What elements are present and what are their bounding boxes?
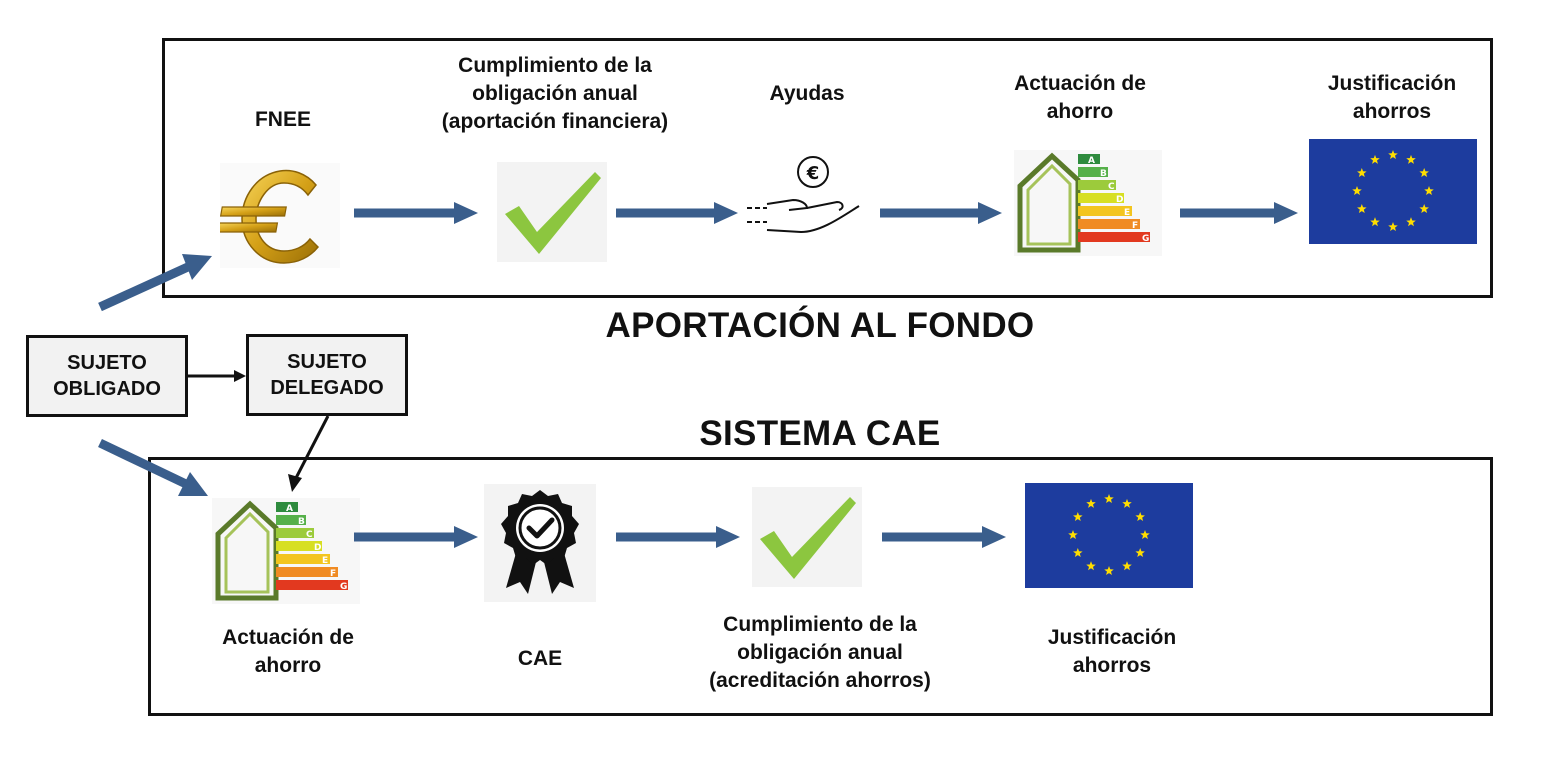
checkmark-icon — [497, 162, 607, 262]
eu-flag-icon — [1309, 139, 1477, 244]
eu-star-icon — [1122, 561, 1132, 571]
energy-label-house-icon: A B C D E F G — [212, 498, 360, 604]
obligado-to-delegado-arrow — [188, 370, 246, 382]
top-step-2-label: Cumplimiento de la obligación anual (apo… — [441, 54, 669, 133]
eu-star-icon — [1357, 168, 1367, 178]
svg-text:C: C — [1108, 182, 1115, 192]
svg-text:F: F — [1132, 221, 1138, 231]
certificate-badge-icon — [484, 484, 596, 602]
bottom-flow-arrow-2 — [616, 526, 740, 548]
bottom-flow-arrow-1 — [354, 526, 478, 548]
svg-text:E: E — [322, 556, 328, 566]
svg-text:A: A — [286, 504, 293, 514]
bottom-step-2-label: CAE — [517, 647, 563, 670]
energy-label-house-icon: A B C D E F G — [1014, 150, 1162, 256]
top-flow-arrow-3 — [880, 202, 1002, 224]
svg-text:F: F — [330, 569, 336, 579]
eu-star-icon — [1073, 512, 1083, 522]
hand-euro-icon: € — [747, 156, 860, 234]
svg-text:G: G — [1142, 234, 1149, 244]
svg-text:D: D — [314, 543, 321, 553]
eu-star-icon — [1104, 566, 1114, 576]
obligado-to-actuacion-arrow — [98, 438, 208, 496]
eu-star-icon — [1122, 498, 1132, 508]
eu-star-icon — [1140, 530, 1150, 540]
eu-star-icon — [1388, 222, 1398, 232]
top-flow-arrow-4 — [1180, 202, 1298, 224]
eu-star-icon — [1086, 498, 1096, 508]
svg-text:B: B — [1100, 169, 1107, 179]
sujeto-delegado-box: SUJETO DELEGADO — [246, 334, 408, 416]
svg-text:E: E — [1124, 208, 1130, 218]
eu-star-icon — [1104, 494, 1114, 504]
eu-star-icon — [1357, 204, 1367, 214]
bottom-flow-arrow-3 — [882, 526, 1006, 548]
eu-star-icon — [1370, 217, 1380, 227]
eu-star-icon — [1406, 217, 1416, 227]
svg-text:B: B — [298, 517, 305, 527]
eu-star-icon — [1424, 186, 1434, 196]
svg-text:C: C — [306, 530, 313, 540]
bottom-step-3-label: Cumplimiento de la obligación anual (acr… — [709, 613, 931, 692]
svg-text:D: D — [1116, 195, 1123, 205]
top-flow-arrow-2 — [616, 202, 738, 224]
eu-star-icon — [1135, 548, 1145, 558]
checkmark-icon — [752, 487, 862, 587]
top-flow-arrow-1 — [354, 202, 478, 224]
eu-star-icon — [1073, 548, 1083, 558]
eu-star-icon — [1068, 530, 1078, 540]
eu-star-icon — [1135, 512, 1145, 522]
delegado-to-actuacion-arrow — [288, 415, 330, 492]
eu-star-icon — [1388, 150, 1398, 160]
svg-text:G: G — [340, 582, 347, 592]
svg-text:A: A — [1088, 156, 1095, 166]
top-step-5-label: Justificación ahorros — [1327, 72, 1457, 123]
sujeto-delegado-label: SUJETO DELEGADO — [270, 351, 384, 399]
eu-star-icon — [1352, 186, 1362, 196]
top-step-3-label: Ayudas — [769, 82, 845, 105]
eu-star-icon — [1419, 204, 1429, 214]
top-step-4-label: Actuación de ahorro — [1014, 72, 1146, 123]
sujeto-obligado-label: SUJETO OBLIGADO — [53, 352, 161, 400]
aportacion-fondo-frame — [162, 38, 1493, 298]
aportacion-title: APORTACIÓN AL FONDO — [605, 306, 1035, 345]
bottom-step-4-label: Justificación ahorros — [1047, 626, 1177, 677]
obligado-to-fnee-arrow — [98, 254, 212, 312]
bottom-step-1-label: Actuación de ahorro — [222, 626, 354, 677]
eu-star-icon — [1406, 154, 1416, 164]
eu-star-icon — [1419, 168, 1429, 178]
euro-icon — [220, 163, 340, 268]
eu-star-icon — [1086, 561, 1096, 571]
top-step-1-label: FNEE — [254, 108, 311, 131]
sistema-cae-title: SISTEMA CAE — [699, 414, 941, 453]
sujeto-obligado-box: SUJETO OBLIGADO — [26, 335, 188, 417]
eu-flag-icon — [1025, 483, 1193, 588]
sistema-cae-frame — [148, 457, 1493, 716]
svg-text:€: € — [806, 163, 820, 184]
eu-star-icon — [1370, 154, 1380, 164]
